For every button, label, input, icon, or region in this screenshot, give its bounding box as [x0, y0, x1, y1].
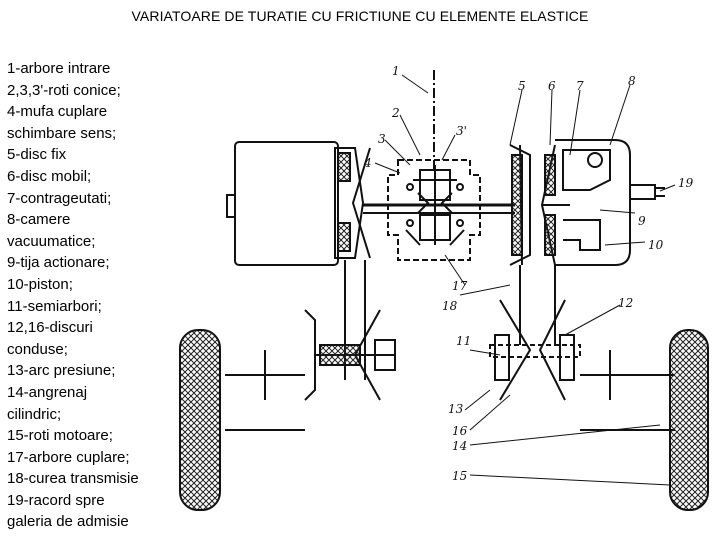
legend-line: 12,16-discuri	[7, 319, 93, 337]
callout-18: 18	[442, 299, 458, 313]
lower-right-pulley	[489, 299, 581, 401]
callout-9: 9	[638, 214, 646, 228]
callout-7: 7	[576, 79, 584, 93]
drive-wheel-left	[179, 329, 221, 511]
driving-pulley	[334, 147, 371, 259]
legend-line: cilindric;	[7, 405, 62, 423]
callout-11: 11	[456, 334, 471, 348]
bevel-gearbox	[387, 159, 481, 261]
legend-line: 10-piston;	[7, 275, 73, 293]
callout-16: 16	[452, 424, 468, 438]
engine-block	[226, 141, 339, 266]
drive-wheel-right	[669, 329, 709, 511]
legend-line: 7-contrageutati;	[7, 189, 112, 207]
callout-4: 4	[363, 156, 372, 170]
diagram-title: VARIATOARE DE TURATIE CU FRICTIUNE CU EL…	[131, 8, 589, 24]
legend-line: 17-arbore cuplare;	[7, 448, 130, 466]
legend-line: 5-disc fix	[7, 146, 67, 164]
legend: 1-arbore intrare 2,3,3'-roti conice; 4-m…	[7, 58, 157, 533]
callout-3-prime: 3'	[456, 124, 467, 138]
legend-line: 18-curea transmisie	[7, 470, 139, 488]
callout-12: 12	[618, 296, 633, 310]
variator-discs	[509, 144, 570, 266]
legend-line: 19-racord spre	[7, 491, 105, 509]
callout-15: 15	[452, 469, 467, 483]
legend-line: 8-camere	[7, 211, 71, 229]
half-shafts	[225, 350, 675, 431]
legend-line: 9-tija actionare;	[7, 254, 110, 272]
callout-1: 1	[392, 64, 400, 78]
callout-2: 2	[391, 106, 400, 120]
callout-14: 14	[452, 439, 467, 453]
legend-line: 6-disc mobil;	[7, 167, 92, 185]
legend-line: 13-arc presiune;	[7, 362, 116, 380]
callout-3: 3	[378, 132, 386, 146]
vacuum-chamber	[555, 139, 665, 266]
leader-lines	[374, 74, 676, 486]
legend-line: 14-angrenaj	[7, 383, 88, 401]
mechanism-drawing: 1 2 3 3' 4 5 6 7 8 9 10 11 12 13 14 15 1…	[179, 64, 709, 511]
legend-line: 2,3,3'-roti conice;	[7, 81, 121, 99]
callout-6: 6	[548, 79, 556, 93]
legend-line: 4-mufa cuplare	[7, 103, 108, 121]
callout-13: 13	[448, 402, 464, 416]
lower-left-pulley	[304, 309, 396, 401]
legend-line: 1-arbore intrare	[7, 60, 111, 77]
callout-labels: 1 2 3 3' 4 5 6 7 8 9 10 11 12 13 14 15 1…	[363, 64, 694, 483]
callout-19: 19	[678, 176, 694, 190]
callout-17: 17	[452, 279, 468, 293]
legend-line: 15-roti motoare;	[7, 427, 113, 445]
callout-5: 5	[518, 79, 526, 93]
legend-line: vacuumatice;	[7, 232, 96, 250]
legend-line: schimbare sens;	[7, 124, 117, 142]
legend-line: 11-semiarbori;	[7, 297, 102, 315]
legend-line: conduse;	[7, 340, 68, 358]
legend-line: galeria de admisie	[7, 513, 129, 531]
callout-10: 10	[648, 238, 664, 252]
callout-8: 8	[628, 74, 636, 88]
